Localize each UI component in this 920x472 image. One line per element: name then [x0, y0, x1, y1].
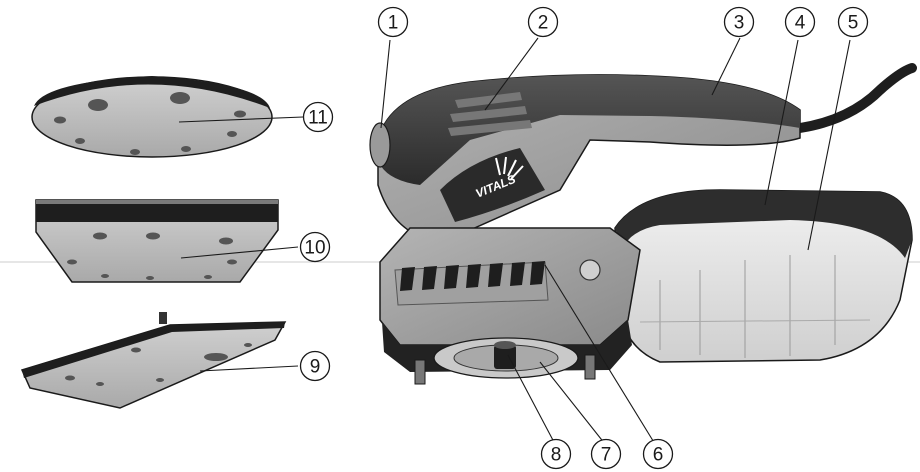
callout-1: 1 [377, 6, 409, 38]
callout-8: 8 [540, 438, 572, 470]
svg-text:7: 7 [601, 445, 612, 466]
callout-7: 7 [590, 438, 622, 470]
callout-5: 5 [837, 6, 869, 38]
svg-text:1: 1 [388, 13, 399, 34]
svg-text:6: 6 [653, 445, 664, 466]
callout-3: 3 [723, 6, 755, 38]
svg-text:5: 5 [848, 13, 859, 34]
rectangular-sanding-pad [35, 199, 279, 283]
detail-sanding-pad [20, 312, 287, 409]
svg-text:4: 4 [795, 13, 806, 34]
leader-lines [178, 37, 851, 445]
callout-9: 9 [299, 350, 331, 382]
svg-text:9: 9 [310, 357, 321, 378]
svg-text:2: 2 [538, 13, 549, 34]
svg-text:8: 8 [551, 445, 562, 466]
callout-11: 11 [302, 101, 334, 133]
svg-text:11: 11 [308, 108, 328, 129]
dust-box [614, 189, 913, 363]
round-sanding-pad [31, 76, 273, 158]
sander-tool: VITALS [369, 63, 917, 385]
callout-6: 6 [642, 438, 674, 470]
callouts: 1 2 3 4 5 6 7 8 [299, 6, 869, 470]
callout-4: 4 [784, 6, 816, 38]
svg-text:10: 10 [304, 238, 325, 259]
callout-2: 2 [527, 6, 559, 38]
svg-text:3: 3 [734, 13, 745, 34]
callout-10: 10 [299, 231, 331, 263]
